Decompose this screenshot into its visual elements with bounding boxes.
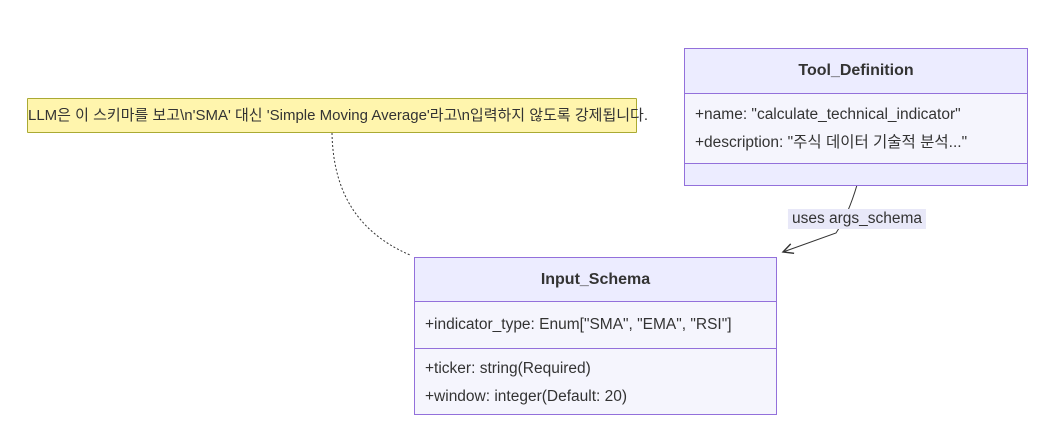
- attribute-ticker: +ticker: string(Required): [425, 360, 591, 377]
- class-attributes-tool-definition: +name: "calculate_technical_indicator" +…: [685, 93, 1027, 163]
- class-methods-tool-definition-empty: [685, 163, 1027, 185]
- class-title-input-schema: Input_Schema: [415, 258, 776, 301]
- attribute-indicator-type: +indicator_type: Enum["SMA", "EMA", "RSI…: [425, 316, 732, 333]
- edge-label-uses-args-schema: uses args_schema: [787, 209, 927, 229]
- class-box-tool-definition: Tool_Definition +name: "calculate_techni…: [684, 48, 1028, 186]
- edge-note-to-input-schema: [331, 132, 411, 256]
- attribute-name: +name: "calculate_technical_indicator": [695, 106, 961, 123]
- note-llm-schema: LLM은 이 스키마를 보고\n'SMA' 대신 'Simple Moving …: [27, 98, 648, 133]
- class-methods-input-schema: +ticker: string(Required) +window: integ…: [415, 348, 776, 414]
- class-attributes-input-schema: +indicator_type: Enum["SMA", "EMA", "RSI…: [415, 301, 776, 348]
- class-title-tool-definition: Tool_Definition: [685, 49, 1027, 93]
- class-box-input-schema: Input_Schema +indicator_type: Enum["SMA"…: [414, 257, 777, 415]
- attribute-description: +description: "주식 데이터 기술적 분석...": [695, 134, 968, 151]
- attribute-window: +window: integer(Default: 20): [425, 388, 628, 405]
